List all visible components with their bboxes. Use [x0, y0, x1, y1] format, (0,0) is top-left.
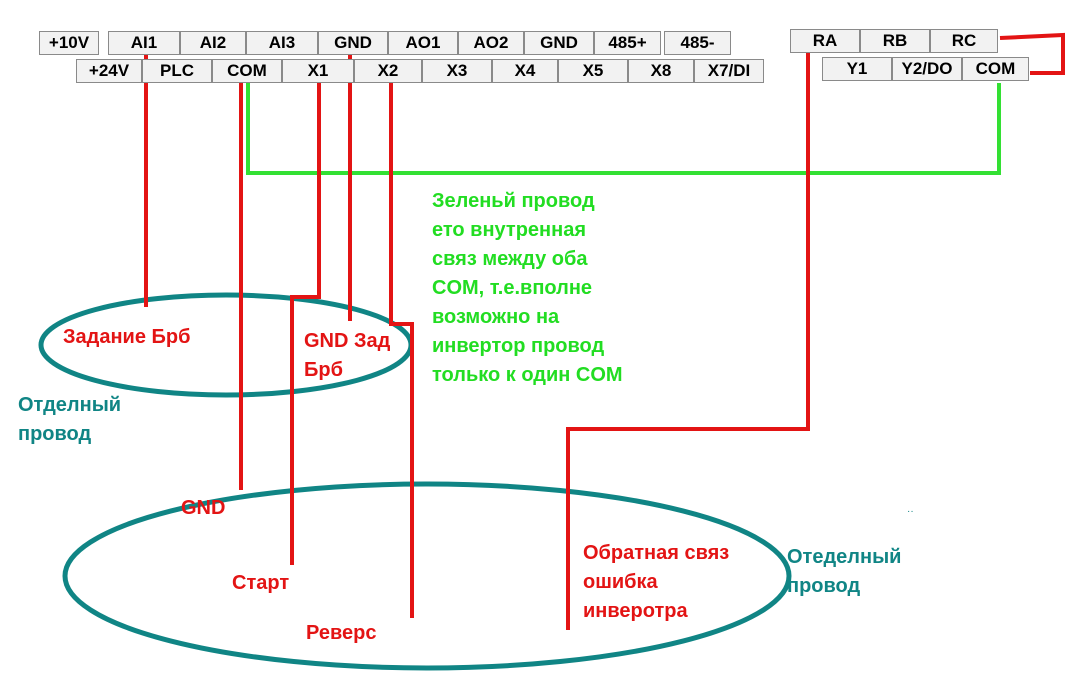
label-revers: Реверс	[306, 622, 377, 644]
label-start: Старт	[232, 572, 290, 594]
terminal-485-minus: 485-	[664, 31, 731, 55]
terminal-rc: RC	[930, 29, 998, 53]
terminal-x8: X8	[628, 59, 694, 83]
terminal-24v: +24V	[76, 59, 142, 83]
label-gnd-zad-line2: Брб	[304, 359, 343, 381]
label-otdelny: Отделный провод	[18, 391, 121, 449]
label-otedelny-line2: провод	[787, 575, 861, 597]
label-feedback: Обратная связ ошибка инверотра	[583, 539, 729, 626]
green-com-link-wire	[246, 83, 1001, 175]
terminal-ao2: AO2	[458, 31, 524, 55]
stray-mark: ··	[907, 506, 914, 517]
note-line: COM, т.е.вполне	[432, 277, 593, 299]
label-otdelny-line2: провод	[18, 423, 92, 445]
terminal-gnd-1: GND	[318, 31, 388, 55]
terminal-x5: X5	[558, 59, 628, 83]
label-otedelny: Отеделный провод	[787, 543, 901, 601]
terminal-ao1: AO1	[388, 31, 458, 55]
terminal-x4: X4	[492, 59, 558, 83]
label-otedelny-line1: Отеделный	[787, 546, 902, 568]
label-otdelny-line1: Отделный	[18, 394, 122, 416]
terminal-com-relay: COM	[962, 57, 1029, 81]
wire-ra-feedback	[566, 53, 810, 630]
terminal-485-plus: 485+	[594, 31, 661, 55]
terminal-x7-di: X7/DI	[694, 59, 764, 83]
label-gnd-zad-line1: GND Зад	[304, 330, 391, 352]
label-gnd: GND	[181, 497, 226, 519]
label-zadanie: Задание Брб	[63, 326, 191, 348]
terminal-rb: RB	[860, 29, 930, 53]
terminal-x2: X2	[354, 59, 422, 83]
wire-x2-reverse	[389, 83, 414, 618]
wire-rc-com-jumper	[999, 32, 1065, 75]
label-gnd-zad: GND Зад Брб	[304, 327, 390, 385]
terminal-y1: Y1	[822, 57, 892, 81]
note-line: связ между оба	[432, 248, 588, 270]
terminal-gnd-2: GND	[524, 31, 594, 55]
label-feedback-line3: инверотра	[583, 600, 688, 622]
signal-group-ellipse-bottom	[62, 481, 792, 671]
terminal-plc: PLC	[142, 59, 212, 83]
wire-x1-start	[290, 83, 321, 565]
terminal-com: COM	[212, 59, 282, 83]
terminal-ai2: AI2	[180, 31, 246, 55]
note-line: ето внутренная	[432, 219, 586, 241]
note-line: только к один COM	[432, 364, 623, 386]
label-feedback-line2: ошибка	[583, 571, 658, 593]
terminal-x1: X1	[282, 59, 354, 83]
terminal-ai3: AI3	[246, 31, 318, 55]
terminal-x3: X3	[422, 59, 492, 83]
terminal-ai1: AI1	[108, 31, 180, 55]
terminal-y2-do: Y2/DO	[892, 57, 962, 81]
green-wire-note: Зеленьй провод ето внутренная связ между…	[432, 187, 623, 390]
note-line: возможно на	[432, 306, 560, 328]
note-line: Зеленьй провод	[432, 190, 595, 212]
label-feedback-line1: Обратная связ	[583, 542, 730, 564]
terminal-ra: RA	[790, 29, 860, 53]
note-line: инвертор провод	[432, 335, 605, 357]
terminal-10v: +10V	[39, 31, 99, 55]
